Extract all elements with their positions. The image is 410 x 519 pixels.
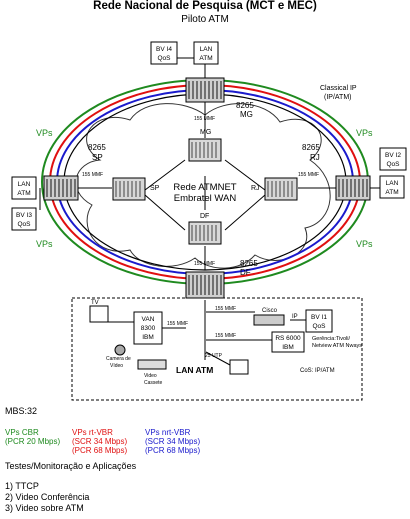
switch-sp-ext xyxy=(43,175,79,201)
switch-sp-int xyxy=(112,177,146,201)
test-item-2: 2) Video Conferência xyxy=(5,492,90,502)
link-label-sp: 155 MMF xyxy=(82,172,103,178)
link-label-rj: 155 MMF xyxy=(298,172,319,178)
van-line2: 8300 xyxy=(141,325,156,332)
cisco-label: Cisco xyxy=(262,308,278,314)
cassete-label1: Video xyxy=(144,373,157,379)
lan-atm-title: LAN ATM xyxy=(176,365,213,375)
df-int-name: DF xyxy=(200,213,209,220)
switch-df-int xyxy=(188,221,222,245)
bv14-box xyxy=(150,41,178,65)
rj-ext-model: 8265 xyxy=(302,143,320,152)
camera-label2: Vídeo xyxy=(110,363,123,369)
wan-subtitle: Embratel WAN xyxy=(174,193,237,204)
legend-rt-3: (PCR 68 Mbps) xyxy=(72,446,128,455)
mbs-label: MBS:32 xyxy=(5,406,38,416)
switch-rj-ext xyxy=(335,175,371,201)
workstation-icon xyxy=(229,359,249,375)
legend-nrt-3: (PCR 68 Mbps) xyxy=(145,446,201,455)
link-label-lan2: 155 MMF xyxy=(215,306,236,312)
cos-label: CoS: IP/ATM xyxy=(300,368,335,374)
link-label-lan3: 155 MMF xyxy=(215,333,236,339)
sp-int-name: SP xyxy=(150,185,160,192)
cisco-router-icon xyxy=(253,314,285,326)
rs6000-line1: RS 6000 xyxy=(275,335,301,342)
bv12-qos: QoS xyxy=(386,161,400,168)
lan-top-box xyxy=(193,41,219,65)
link-label-mg: 155 MMF xyxy=(194,116,215,122)
lan-top-label: LAN xyxy=(200,46,213,53)
mg-ext-name: MG xyxy=(240,110,253,119)
lan-right-atm: ATM xyxy=(385,189,398,196)
rs6000-line2: IBM xyxy=(282,344,294,351)
bv13-qos: QoS xyxy=(17,221,31,228)
vps-label-left-1: VPs xyxy=(36,128,53,138)
ip-label: IP xyxy=(292,314,298,320)
legend-nrt-2: (SCR 34 Mbps) xyxy=(145,437,201,446)
vps-label-right-1: VPs xyxy=(356,128,373,138)
lan-right-box xyxy=(379,175,405,199)
lan-left-label: LAN xyxy=(18,181,31,188)
test-item-3: 3) Video sobre ATM xyxy=(5,503,84,513)
legend-rt-1: VPs rt-VBR xyxy=(72,428,113,437)
legend-rt-2: (SCR 34 Mbps) xyxy=(72,437,128,446)
van-line3: IBM xyxy=(142,334,154,341)
camera-icon xyxy=(114,344,126,356)
link-label-lan1: 155 MMF xyxy=(167,321,188,327)
utp-label: 25 UTP xyxy=(205,353,223,359)
df-ext-name: DF xyxy=(240,268,251,277)
mgmt-line2: Netview ATM Nways xyxy=(312,343,362,349)
tests-heading: Testes/Monitoração e Aplicações xyxy=(5,461,137,471)
switch-mg-int xyxy=(188,138,222,162)
test-item-1: 1) TTCP xyxy=(5,481,39,491)
sp-ext-name: SP xyxy=(92,153,103,162)
vps-label-right-2: VPs xyxy=(356,239,373,249)
vps-label-left-2: VPs xyxy=(36,239,53,249)
legend-cbr-2: (PCR 20 Mbps) xyxy=(5,437,61,446)
mg-int-name: MG xyxy=(200,129,211,136)
wan-title: Rede ATMNET xyxy=(173,182,236,193)
wan-cloud xyxy=(75,103,331,269)
cassete-label2: Cassete xyxy=(144,380,163,386)
switch-mg-ext xyxy=(185,77,225,103)
lan-left-box xyxy=(11,176,37,200)
lan-right-label: LAN xyxy=(386,180,399,187)
sp-ext-model: 8265 xyxy=(88,143,106,152)
tv-label: TV xyxy=(91,300,99,306)
mg-ext-model: 8265 xyxy=(236,101,254,110)
switch-df-ext xyxy=(185,271,225,299)
legend-cbr-1: VPs CBR xyxy=(5,428,39,437)
bv14-qos: QoS xyxy=(157,55,171,62)
bv11-box xyxy=(305,309,333,333)
classical-ip-sublabel: (IP/ATM) xyxy=(324,94,351,101)
mgmt-line1: Gerência:Tivoli/ xyxy=(312,336,350,342)
bv13-box xyxy=(11,207,37,231)
switch-rj-int xyxy=(264,177,298,201)
bv12-box xyxy=(379,147,407,171)
lan-top-atm: ATM xyxy=(199,55,212,62)
lan-left-atm: ATM xyxy=(17,190,30,197)
legend-nrt-1: VPs nrt-VBR xyxy=(145,428,191,437)
bv11-qos: QoS xyxy=(312,323,326,330)
camera-label1: Camera de xyxy=(106,356,131,362)
lan-atm-box xyxy=(71,297,363,401)
cassete-icon xyxy=(137,359,167,370)
bv14-label: BV I4 xyxy=(156,46,172,53)
link-label-df: 155 MMF xyxy=(194,261,215,267)
van-box xyxy=(133,311,163,345)
van-line1: VAN xyxy=(142,316,155,323)
classical-ip-label: Classical IP xyxy=(320,85,357,92)
bv11-label: BV I1 xyxy=(311,314,327,321)
rj-int-name: RJ xyxy=(251,185,260,192)
df-ext-model: 8265 xyxy=(240,259,258,268)
bv13-label: BV I3 xyxy=(16,212,32,219)
page-subtitle: Piloto ATM xyxy=(181,14,229,25)
page-title: Rede Nacional de Pesquisa (MCT e MEC) xyxy=(93,0,317,12)
tv-icon xyxy=(89,305,109,323)
rj-ext-name: RJ xyxy=(310,153,320,162)
bv12-label: BV I2 xyxy=(385,152,401,159)
rs6000-box xyxy=(271,331,305,353)
